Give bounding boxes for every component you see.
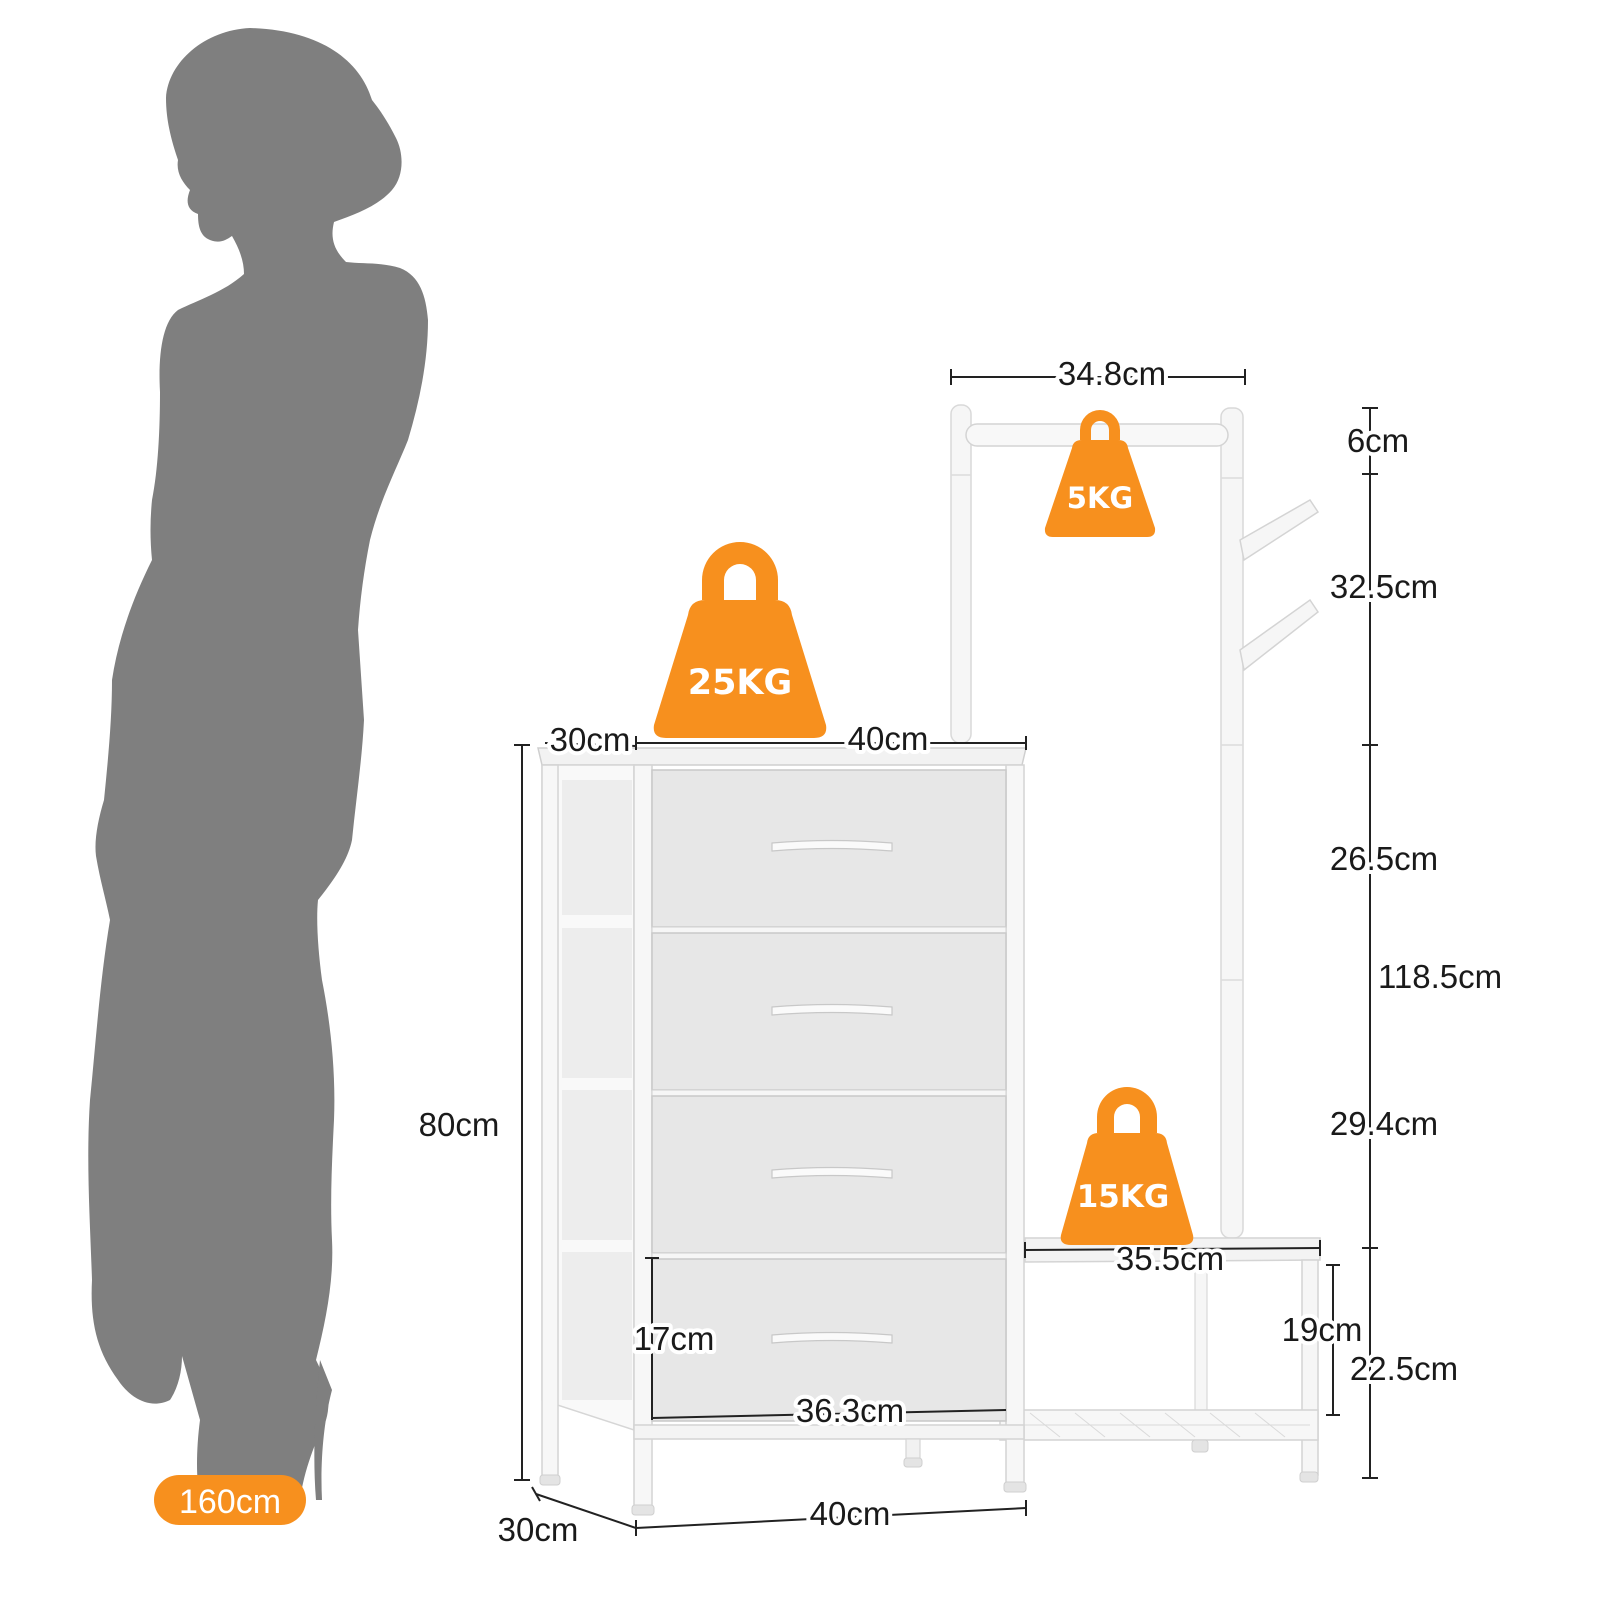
top-weight-label: 25KG (688, 663, 793, 703)
dimension-lines (514, 369, 1378, 1536)
rack-left-post (950, 404, 972, 744)
weight-icon: 5KG (1044, 410, 1156, 537)
drawer-height-label: 17cm (634, 1320, 715, 1357)
dresser-top-depth-label: 30cm (550, 721, 631, 758)
person-silhouette-icon (88, 28, 429, 1500)
rack-right-post (1220, 407, 1244, 1239)
upper-hook (1239, 499, 1320, 562)
drawer-handle (771, 1331, 893, 1344)
lower-hook (1239, 598, 1320, 672)
drawer-handle (771, 839, 893, 852)
bench-front-leg (1301, 1259, 1319, 1476)
dresser-front-left-post (633, 764, 653, 1511)
dresser (537, 747, 1027, 1516)
side-fabric (562, 928, 632, 1078)
dresser-foot (1003, 1481, 1027, 1493)
person-height-label: 160cm (179, 1483, 281, 1521)
total-height-label: 118.5cm (1378, 958, 1502, 995)
dresser-front-right-post (1005, 764, 1025, 1486)
drawer-handle (771, 1166, 893, 1179)
dimension-labels: 34.8cm 6cm 32.5cm 26.5cm 118.5cm 29.4cm … (415, 351, 1506, 1552)
drawer-2 (651, 932, 1007, 1091)
bench-foot (1299, 1471, 1319, 1483)
bench-height-label: 22.5cm (1350, 1350, 1458, 1387)
person-height-badge: 160cm (154, 1475, 306, 1525)
drawer-4 (651, 1258, 1007, 1422)
upper-hook-label: 32.5cm (1330, 568, 1438, 605)
base-width-label: 40cm (810, 1495, 891, 1532)
dresser-base-rail (633, 1424, 1025, 1440)
dresser-foot (903, 1457, 923, 1468)
base-depth-label: 30cm (498, 1511, 579, 1548)
dresser-foot (539, 1474, 561, 1486)
dresser-height-label: 80cm (419, 1106, 500, 1143)
dresser-foot (631, 1504, 655, 1516)
drawer-width-label: 36.3cm (796, 1392, 904, 1429)
middle-section-label: 26.5cm (1330, 840, 1438, 877)
drawer-3 (651, 1095, 1007, 1254)
dresser-back-left-post (541, 764, 559, 1481)
badge-background (154, 1475, 306, 1525)
weight-icon: 15KG (1060, 1087, 1194, 1245)
bench-foot (1191, 1439, 1209, 1453)
clothes-rack (950, 404, 1321, 1483)
rod-width-label: 34.8cm (1058, 355, 1166, 392)
weight-icon: 25KG (653, 542, 827, 738)
side-fabric (562, 780, 632, 915)
bench-weight-label: 15KG (1077, 1179, 1170, 1215)
shelf-gap-label: 19cm (1282, 1311, 1363, 1348)
side-fabric (562, 1090, 632, 1240)
side-fabric (562, 1252, 632, 1400)
rod-weight-label: 5KG (1067, 481, 1133, 515)
drawer-handle (771, 1003, 893, 1016)
bench-width-label: 35.5cm (1116, 1240, 1224, 1277)
rod-top-label: 6cm (1347, 422, 1409, 459)
dresser-top-width-label: 40cm (848, 720, 929, 757)
lower-section-label: 29.4cm (1330, 1105, 1438, 1142)
drawer-1 (651, 769, 1007, 928)
